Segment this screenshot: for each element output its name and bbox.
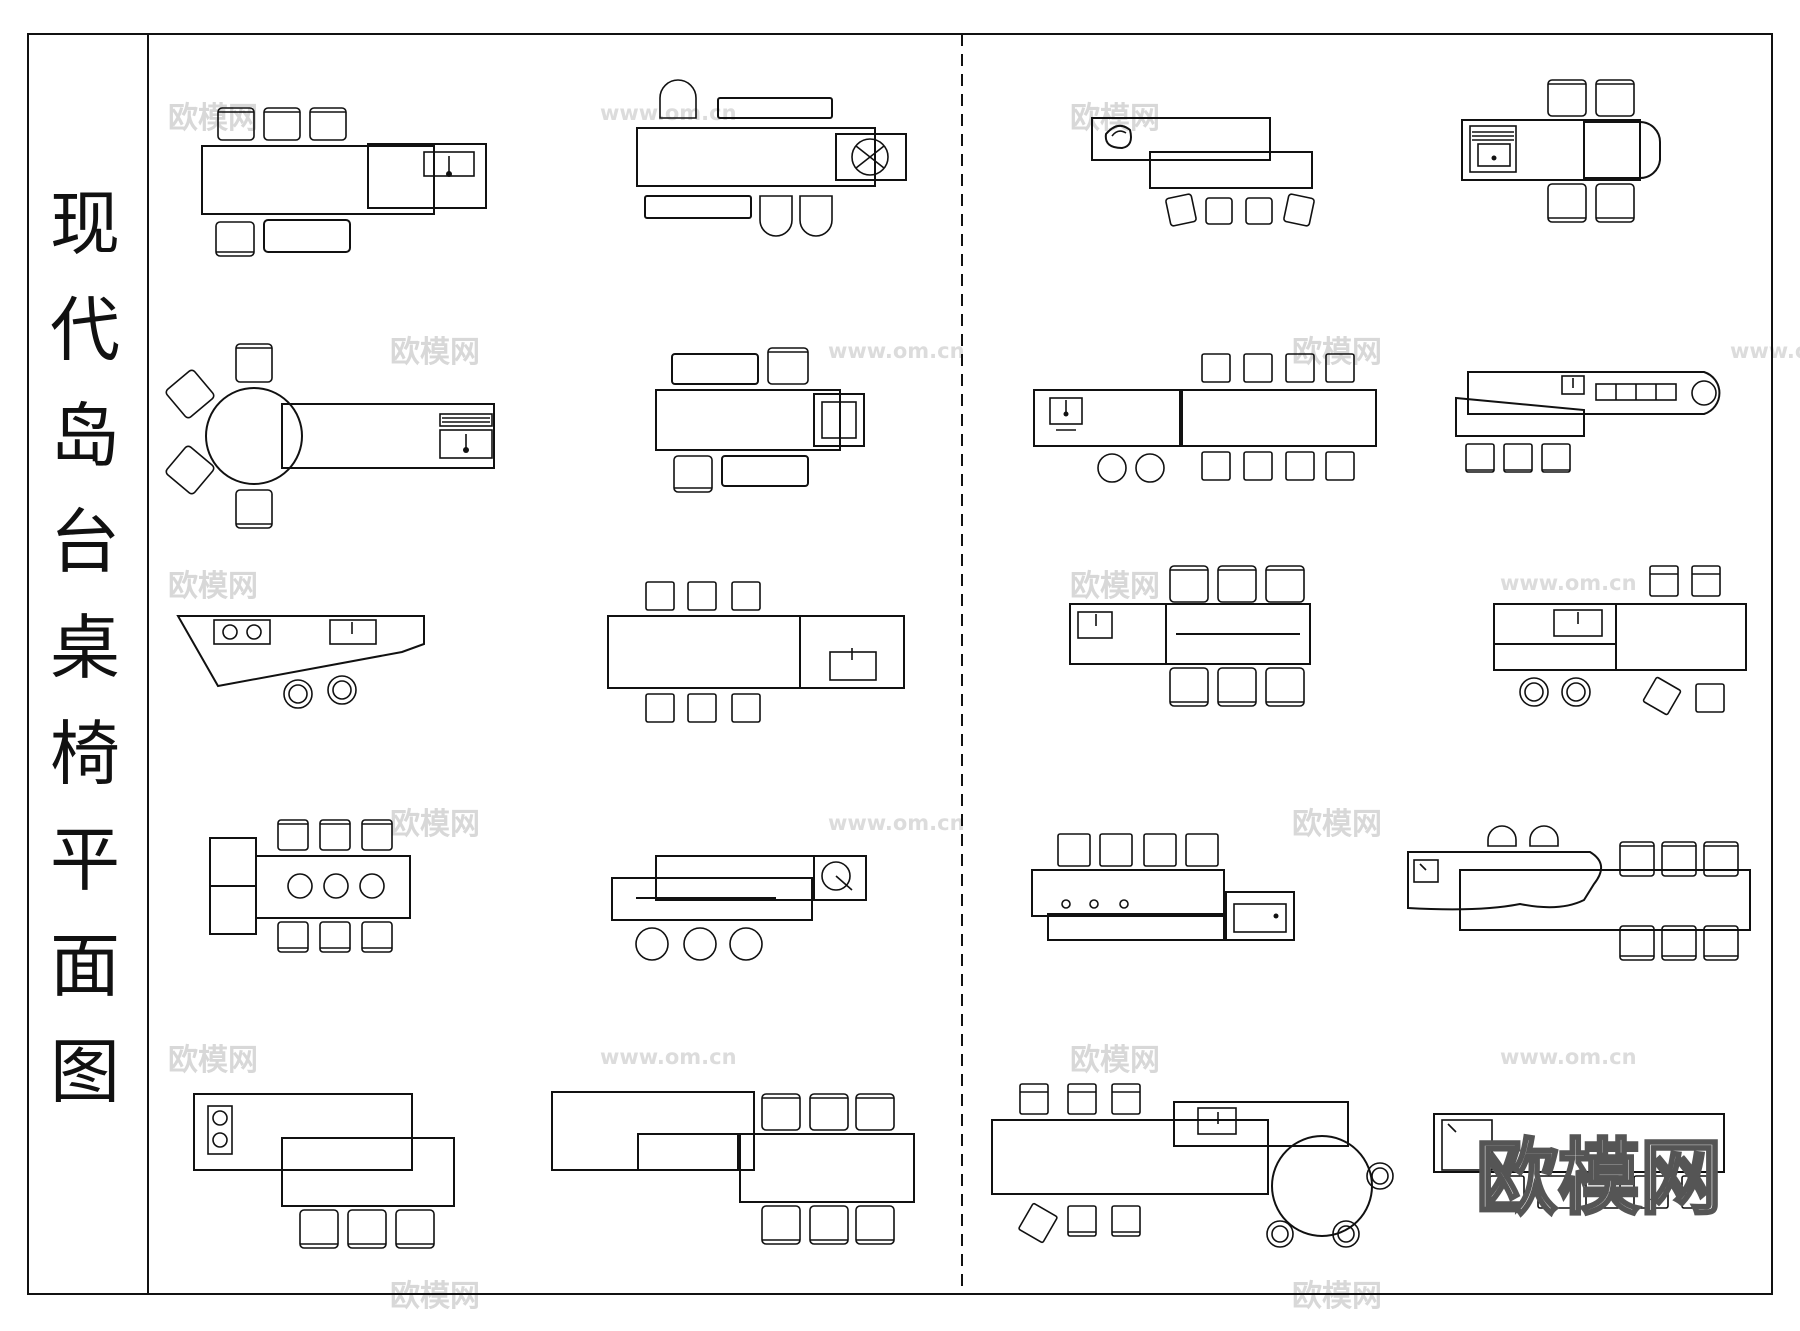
island-plan-18	[551, 1091, 915, 1245]
island-plan-1	[201, 107, 487, 257]
sheet-border	[27, 33, 1773, 1295]
title-char: 代	[50, 289, 120, 371]
island-plan-8	[1455, 371, 1721, 473]
watermark: 欧模网	[168, 101, 258, 136]
island-plan-6	[655, 347, 865, 493]
island-plan-7	[1033, 353, 1377, 483]
watermark-url: www.om.cn	[600, 1045, 737, 1069]
title-char: 岛	[50, 395, 120, 477]
watermark-layer: 欧模网 www.om.cn 欧模网 欧模网 www.om.cn 欧模网 www.…	[168, 101, 1800, 1314]
title-char: 平	[50, 819, 120, 901]
site-logo-watermark: 欧模网	[1476, 1131, 1722, 1226]
island-plan-17	[193, 1093, 455, 1249]
island-plan-3	[1091, 117, 1315, 227]
title-char: 面	[50, 925, 120, 1007]
watermark-url: www.om.cn	[1730, 339, 1800, 363]
island-plan-13	[209, 819, 411, 953]
island-plan-20	[1433, 1113, 1725, 1209]
watermark-url: www.om.cn	[828, 811, 965, 835]
watermark: 欧模网	[1292, 335, 1382, 370]
island-plan-12	[1493, 565, 1747, 716]
watermark: 欧模网	[1070, 1043, 1160, 1078]
watermark: 欧模网	[1070, 569, 1160, 604]
island-plan-16	[1407, 825, 1751, 961]
watermark-url: www.om.cn	[1500, 1045, 1637, 1069]
watermark: 欧模网	[168, 569, 258, 604]
watermark-url: www.om.cn	[1500, 571, 1637, 595]
title-char: 现	[50, 183, 120, 265]
watermark-url: www.om.cn	[828, 339, 965, 363]
island-plan-14	[611, 855, 867, 961]
page-title: 现 代 岛 台 桌 椅 平 面 图	[50, 183, 120, 1113]
island-plan-4	[1461, 79, 1661, 223]
title-char: 台	[50, 501, 120, 583]
island-plan-9	[176, 615, 425, 709]
watermark: 欧模网	[1292, 1279, 1382, 1314]
island-plan-5	[165, 343, 495, 529]
watermark-url: www.om.cn	[600, 101, 737, 125]
island-plan-2	[636, 79, 907, 237]
title-char: 椅	[50, 713, 120, 795]
watermark: 欧模网	[1292, 807, 1382, 842]
watermark: 欧模网	[390, 335, 480, 370]
island-plan-15	[1031, 833, 1295, 941]
island-plan-19	[991, 1083, 1394, 1248]
watermark: 欧模网	[168, 1043, 258, 1078]
watermark: 欧模网	[390, 807, 480, 842]
island-plan-10	[607, 581, 905, 723]
island-plan-11	[1069, 565, 1311, 707]
watermark: 欧模网	[390, 1279, 480, 1314]
title-char: 桌	[50, 607, 120, 689]
title-char: 图	[50, 1031, 120, 1113]
